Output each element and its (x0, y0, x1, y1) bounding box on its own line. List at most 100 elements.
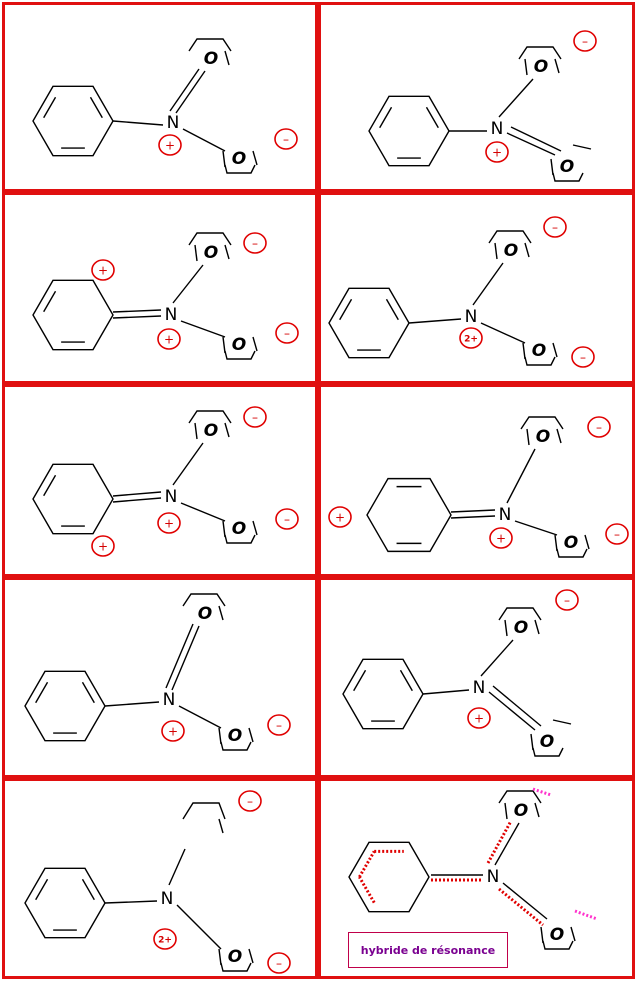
n-o-single-bond (182, 128, 226, 152)
ring-double-bond (399, 669, 413, 692)
lone-pair-bar (552, 172, 584, 182)
benzene-ring (368, 95, 450, 167)
negative-charge: – (252, 237, 258, 251)
lone-pair-bar (224, 534, 256, 544)
negative-charge: – (276, 957, 282, 971)
benzene-ring (24, 867, 106, 939)
charge-circle (157, 512, 181, 534)
ring-double-bond (43, 96, 57, 119)
charge-circle (587, 416, 611, 438)
lone-pair-bar (498, 790, 542, 804)
charge-circle (328, 506, 352, 528)
positive-charge: + (98, 264, 108, 278)
nitrogen-atom: N (161, 889, 174, 909)
structure-drawing: NOO+– (368, 30, 597, 182)
lone-pair-bar (494, 242, 498, 260)
ring-double-bond (425, 106, 439, 129)
lone-pair-bar (220, 962, 252, 972)
charge-circle (489, 527, 513, 549)
n-o-double-bond (169, 68, 200, 112)
c-n-bond (422, 689, 470, 695)
ring-double-bond (385, 298, 399, 321)
structure-drawing: NOO++–– (328, 416, 629, 558)
lone-pair-bar (188, 38, 232, 52)
charge-circle (158, 134, 182, 156)
lone-pair-bar (252, 520, 258, 536)
lone-pair-bar (248, 727, 254, 743)
lone-pair-bar (550, 158, 554, 176)
lone-pair-bar (498, 607, 542, 621)
lone-pair-bar (488, 230, 532, 244)
lone-pair-bar (552, 719, 572, 725)
charge-circle (275, 508, 299, 530)
oxygen-atom: O (232, 335, 246, 355)
n-o-double-bond (171, 625, 200, 691)
charge-circle (485, 141, 509, 163)
negative-charge: – (283, 133, 289, 147)
positive-charge: + (168, 725, 178, 739)
oxygen-atom: O (514, 801, 528, 821)
oxygen-atom: O (232, 149, 246, 169)
lone-pair-bar (218, 605, 224, 621)
negative-charge: – (614, 528, 620, 542)
ring-double-bond (89, 96, 103, 119)
n-o-single-bond (506, 448, 536, 504)
lone-pair-bar (194, 244, 198, 262)
lone-pair-bar (530, 733, 534, 751)
nitrogen-atom: N (487, 867, 500, 887)
nitrogen-atom: N (165, 487, 178, 507)
lone-pair-bar (224, 50, 230, 66)
negative-charge: – (564, 594, 570, 608)
negative-charge: – (552, 221, 558, 235)
structure-drawing: NO2+–– (24, 790, 291, 974)
n-o-single-bond (480, 322, 526, 344)
n-o-double-bond (506, 132, 556, 156)
lone-pair-bar (188, 232, 232, 246)
positive-charge: 2+ (464, 335, 478, 345)
charge-circle (274, 128, 298, 150)
negative-charge: – (596, 421, 602, 435)
oxygen-atom: O (228, 726, 242, 746)
charge-circle (459, 327, 483, 349)
oxygen-atom: O (540, 732, 554, 752)
negative-charge: – (276, 719, 282, 733)
lone-pair-bar (220, 741, 252, 751)
positive-charge: + (492, 146, 502, 160)
positive-charge: + (335, 511, 345, 525)
structure-drawing: NOO++–– (32, 232, 299, 360)
benzene-ring (342, 658, 424, 730)
lone-pair-bar (224, 244, 230, 260)
charge-circle (555, 589, 579, 611)
charge-circle (243, 232, 267, 254)
benzene-ring (32, 463, 114, 535)
structure-drawing: NOO++–– (32, 406, 299, 557)
charge-circle (467, 707, 491, 729)
nitrogen-atom: N (491, 119, 504, 139)
lone-pair-bar (534, 802, 540, 818)
n-o-single-bond (498, 78, 534, 118)
oxygen-atom: O (560, 157, 574, 177)
lone-pair-bar (222, 336, 226, 354)
structure-drawing: NOO+– (342, 589, 579, 757)
oxygen-atom: O (204, 243, 218, 263)
n-o-double-bond (175, 70, 206, 114)
negative-charge: – (580, 351, 586, 365)
ring-double-bond (81, 878, 95, 901)
n-o-single-bond (480, 639, 514, 677)
charge-circle (267, 714, 291, 736)
lone-pair-bar (218, 727, 222, 745)
lone-pair-bar (194, 422, 198, 440)
lone-pair-bar (524, 242, 530, 258)
n-o-double-bond (492, 685, 542, 727)
ring-double-bond (43, 474, 57, 497)
exocyclic-double-bond (112, 309, 162, 313)
